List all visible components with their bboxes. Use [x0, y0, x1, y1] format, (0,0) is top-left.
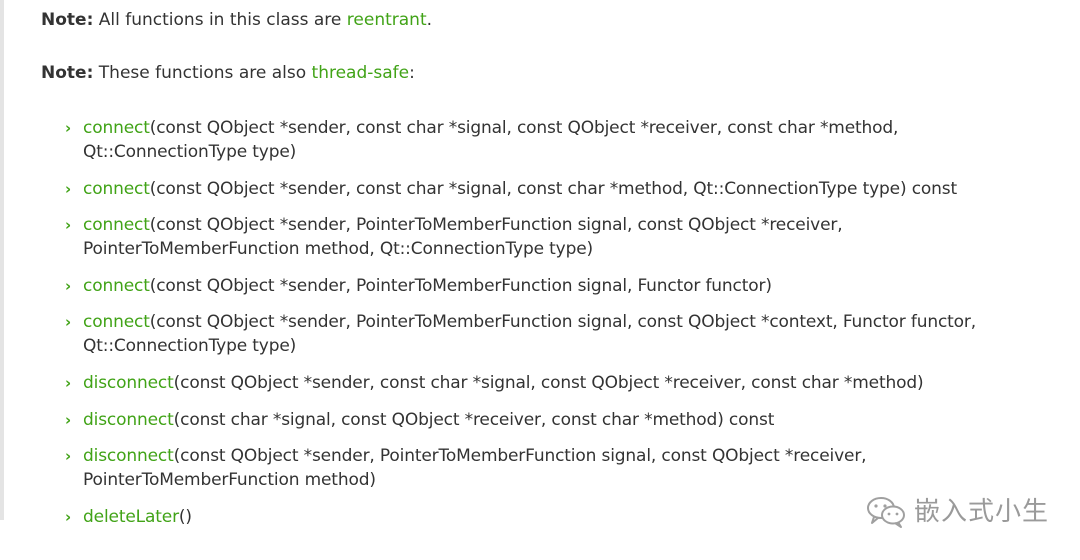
list-item: › connect(const QObject *sender, PointerT… [62, 213, 1052, 261]
function-signature: (const char *signal, const QObject *rece… [173, 409, 775, 430]
function-signature: (const QObject *sender, const char *sign… [83, 118, 899, 162]
note-text: All functions in this class are [93, 10, 347, 30]
chevron-right-icon: › [65, 276, 72, 295]
link-reentrant[interactable]: reentrant [346, 10, 427, 30]
function-link[interactable]: connect [83, 178, 150, 199]
chevron-right-icon: › [65, 119, 72, 137]
list-item: › disconnect(const char *signal, const QO… [62, 408, 1052, 432]
function-signature: (const QObject *sender, const char *sign… [149, 178, 957, 199]
note-label: Note: [41, 63, 94, 83]
list-item: › connect(const QObject *sender, const ch… [62, 116, 1052, 164]
list-item: › disconnect(const QObject *sender, Point… [62, 444, 1052, 492]
function-signature: (const QObject *sender, PointerToMemberF… [149, 275, 772, 296]
wechat-icon [867, 497, 905, 528]
left-border [0, 0, 4, 520]
function-link[interactable]: connect [83, 118, 150, 138]
note-text: These functions are also [93, 63, 312, 83]
function-link[interactable]: disconnect [83, 446, 174, 467]
chevron-right-icon: › [65, 313, 72, 332]
watermark: 嵌入式小生 [864, 494, 1049, 530]
note-suffix: : [409, 63, 415, 83]
watermark-text: 嵌入式小生 [914, 497, 1050, 527]
function-link[interactable]: connect [83, 215, 150, 236]
function-signature: () [178, 506, 192, 527]
function-list: ›connect(const QObject *sender, const ch… [62, 116, 1052, 541]
function-link[interactable]: connect [83, 275, 150, 296]
list-item: › connect(const QObject *sender, PointerT… [62, 274, 1052, 298]
note-reentrant: Note: All functions in this class are re… [41, 8, 432, 32]
chevron-right-icon: › [65, 216, 72, 235]
list-item: › connect(const QObject *sender, PointerT… [62, 310, 1052, 358]
function-link[interactable]: disconnect [83, 372, 174, 393]
function-link[interactable]: disconnect [83, 409, 174, 430]
note-label: Note: [41, 10, 94, 30]
note-thread-safe: Note: These functions are also thread-sa… [41, 61, 415, 85]
chevron-right-icon: › [65, 447, 72, 466]
chevron-right-icon: › [65, 410, 72, 429]
chevron-right-icon: › [65, 179, 72, 198]
chevron-right-icon: › [65, 373, 72, 392]
function-link[interactable]: connect [83, 312, 150, 333]
function-signature: (const QObject *sender, PointerToMemberF… [83, 215, 843, 260]
function-signature: (const QObject *sender, const char *sign… [173, 372, 924, 393]
list-item: › connect(const QObject *sender, const ch… [62, 177, 1052, 201]
list-item: › deleteLater() [62, 505, 1052, 529]
list-item: › disconnect(const QObject *sender, const… [62, 371, 1052, 395]
chevron-right-icon: › [65, 507, 72, 526]
function-signature: (const QObject *sender, PointerToMemberF… [83, 446, 867, 491]
link-thread-safe[interactable]: thread-safe [311, 63, 410, 83]
function-signature: (const QObject *sender, PointerToMemberF… [83, 312, 976, 357]
note-suffix: . [426, 10, 433, 30]
function-link[interactable]: deleteLater [83, 506, 179, 527]
